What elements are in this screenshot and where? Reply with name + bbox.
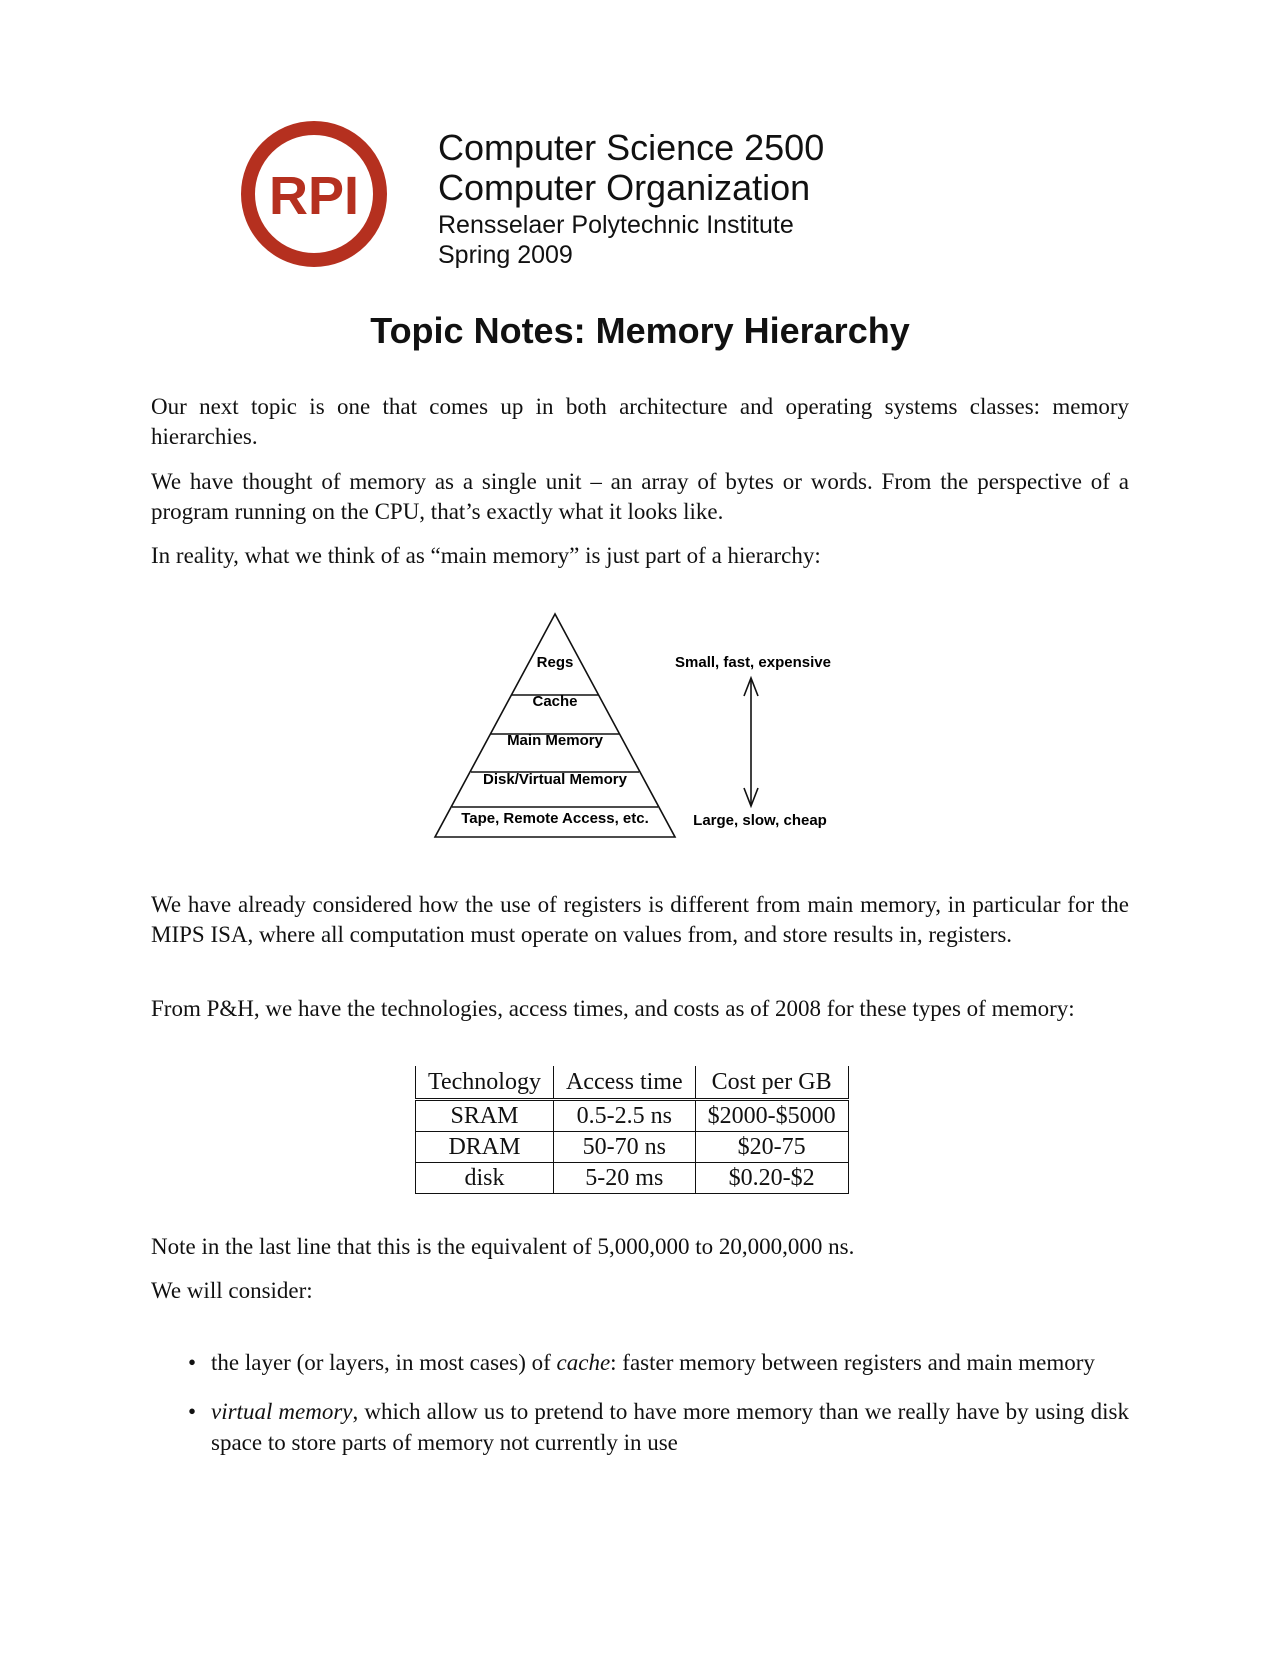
term: Spring 2009 [438,241,573,269]
paragraph-we-will-consider: We will consider: [151,1278,313,1303]
paragraph-ph-technologies: From P&H, we have the technologies, acce… [151,996,1075,1021]
logo-ring [241,121,387,267]
level-disk-virtual-memory: Disk/Virtual Memory [483,771,628,788]
arrow-up-icon [743,675,759,697]
paragraph-intro: Our next topic is one that comes up in b… [151,394,1129,449]
course-code: Computer Science 2500 [438,127,825,168]
column-header-cost-per-gb: Cost per GB [695,1066,849,1101]
term-cache: cache [556,1350,611,1375]
top-label: Small, fast, expensive [675,654,831,671]
rpi-logo: RPI [241,121,387,267]
bullet-icon: • [188,1350,197,1375]
table-row: DRAM 50-70 ns $20-75 [415,1131,849,1163]
list-item: • virtual memory, which allow us to prete… [151,1396,1129,1458]
level-regs: Regs [537,654,574,671]
course-name: Computer Organization [438,167,811,208]
column-header-access-time: Access time [553,1066,696,1101]
table-cell: disk [415,1162,554,1194]
list-item-text: : faster memory between registers and ma… [610,1350,1095,1375]
paragraph-hierarchy-intro: In reality, what we think of as “main me… [151,543,821,568]
column-header-technology: Technology [415,1066,554,1101]
bullet-icon: • [188,1399,197,1424]
list-item: • the layer (or layers, in most cases) of… [151,1347,1129,1378]
bottom-label: Large, slow, cheap [693,812,827,829]
level-tape-remote: Tape, Remote Access, etc. [461,810,649,827]
topics-list: • the layer (or layers, in most cases) of… [151,1347,1129,1476]
table-row: SRAM 0.5-2.5 ns $2000-$5000 [415,1099,849,1132]
page-title: Topic Notes: Memory Hierarchy [370,310,910,351]
table-cell: 50-70 ns [552,1131,696,1163]
arrow-down-icon [743,787,759,809]
term-virtual-memory: virtual memory [211,1399,353,1424]
table-cell: DRAM [415,1131,554,1163]
course-info: Computer Science 2500 Computer Organizat… [438,128,824,270]
list-item-text: the layer (or layers, in most cases) of [211,1350,557,1375]
level-cache: Cache [532,693,577,710]
memory-technology-table: Technology Access time Cost per GB SRAM … [415,1066,849,1194]
table-cell: 5-20 ms [552,1162,696,1194]
table-cell: SRAM [415,1099,554,1132]
table-cell: $2000-$5000 [694,1099,849,1132]
list-item-text: , which allow us to pretend to have more… [211,1399,1129,1455]
document-header: RPI Computer Science 2500 Computer Organ… [238,118,958,278]
level-main-memory: Main Memory [507,732,604,749]
institution-name: Rensselaer Polytechnic Institute [438,211,794,239]
logo-text: RPI [269,166,359,226]
memory-hierarchy-diagram: Regs Cache Main Memory Disk/Virtual Memo… [433,612,831,838]
paragraph-memory-unit: We have thought of memory as a single un… [151,469,1129,524]
table-header-row: Technology Access time Cost per GB [415,1066,849,1101]
table-row: disk 5-20 ms $0.20-$2 [415,1162,849,1194]
table-cell: 0.5-2.5 ns [552,1099,696,1132]
table-cell: $0.20-$2 [694,1162,849,1194]
paragraph-registers: We have already considered how the use o… [151,892,1129,947]
paragraph-disk-equivalent: Note in the last line that this is the e… [151,1234,855,1259]
table-cell: $20-75 [694,1131,849,1163]
pyramid-outline [433,612,677,838]
